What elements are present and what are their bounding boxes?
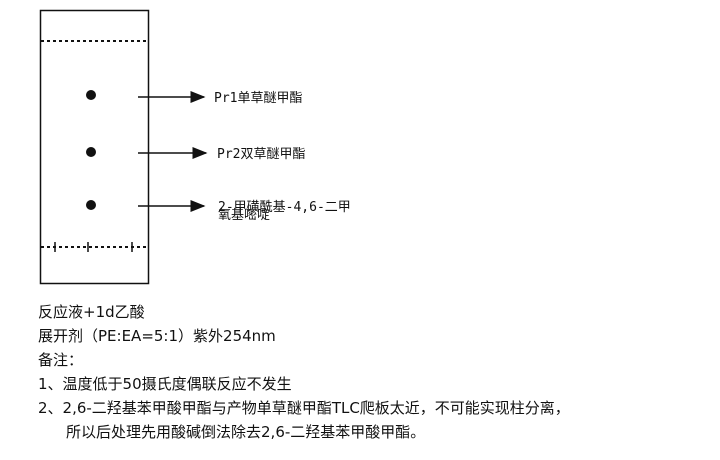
sample-text: 反应液+1d乙酸	[38, 303, 145, 321]
eluent-text: 展开剂（PE:EA=5:1）紫外254nm	[38, 327, 276, 345]
spot-label-sm-line2: 氧基嘧啶	[218, 208, 270, 223]
spot-label-pr1: Pr1单草醚甲酯	[214, 91, 302, 106]
spot-label-sm-line1: 2-甲磺酰基-4,6-二甲	[218, 200, 351, 215]
tlc-plate-diagram: Pr1单草醚甲酯 Pr2双草醚甲酯 2-甲磺酰基-4,6-二甲 氧基嘧啶	[39, 9, 351, 285]
remark-2a: 2、2,6-二羟基苯甲酸甲酯与产物单草醚甲酯TLC爬板太近，不可能实现柱分离，	[38, 399, 570, 417]
notes-block: 反应液+1d乙酸 展开剂（PE:EA=5:1）紫外254nm 备注： 1、温度低…	[38, 300, 708, 444]
spot-sm	[86, 200, 96, 210]
remark-2b: 所以后处理先用酸碱倒法除去2,6-二羟基苯甲酸甲酯。	[66, 423, 426, 441]
spot-label-pr2: Pr2双草醚甲酯	[217, 147, 305, 162]
remark-title: 备注：	[38, 351, 84, 369]
spot-pr2	[86, 147, 96, 157]
spot-pr1	[86, 90, 96, 100]
remark-1: 1、温度低于50摄氏度偶联反应不发生	[38, 375, 292, 393]
tlc-plate	[39, 9, 150, 285]
